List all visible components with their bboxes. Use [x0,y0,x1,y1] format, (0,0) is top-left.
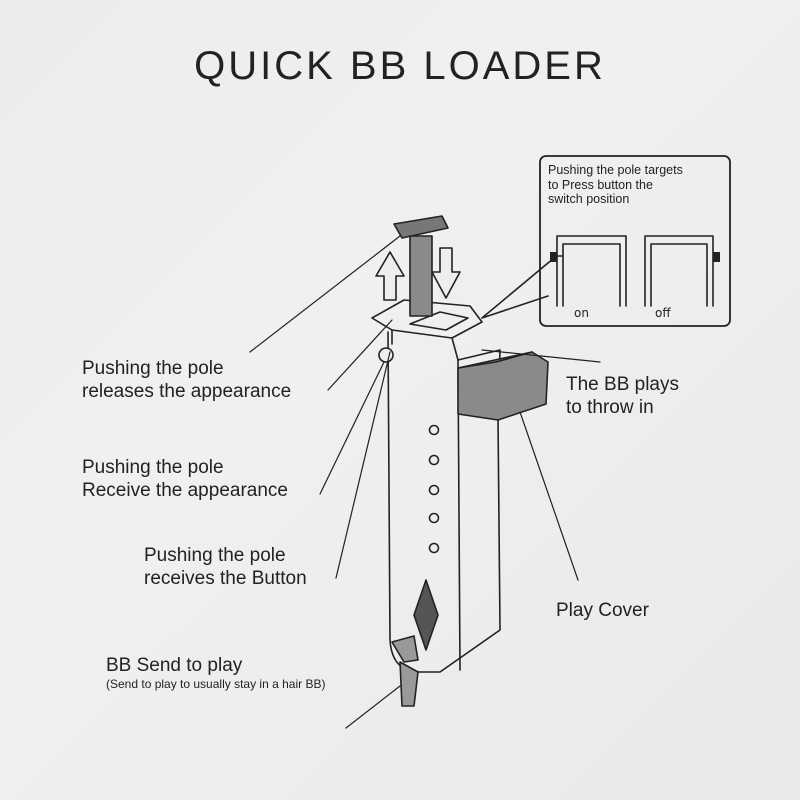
down-arrow [431,247,461,299]
label-receive: Pushing the pole Receive the appearance [82,457,288,501]
page-title: QUICK BB LOADER [194,44,606,88]
bb-holes [428,424,440,554]
label-button: Pushing the pole receives the Button [144,545,307,589]
push-pole [409,235,433,317]
label-release: Pushing the pole releases the appearance [82,358,292,402]
switch-inset-caption: Pushing the pole targets to Press button… [548,163,683,206]
up-arrow [375,251,405,301]
label-play-cover: Play Cover [556,600,649,621]
label-send: BB Send to play (Send to play to usually… [106,655,326,691]
switch-on-illustration [556,235,627,307]
nozzle [391,635,419,707]
label-throw: The BB plays to throw in [566,374,679,418]
switch-off-illustration [644,235,714,307]
switch-on-label: on [574,306,589,320]
play-cover [457,351,549,421]
switch-off-label: off [655,306,671,320]
switch-inset-box [539,155,731,327]
